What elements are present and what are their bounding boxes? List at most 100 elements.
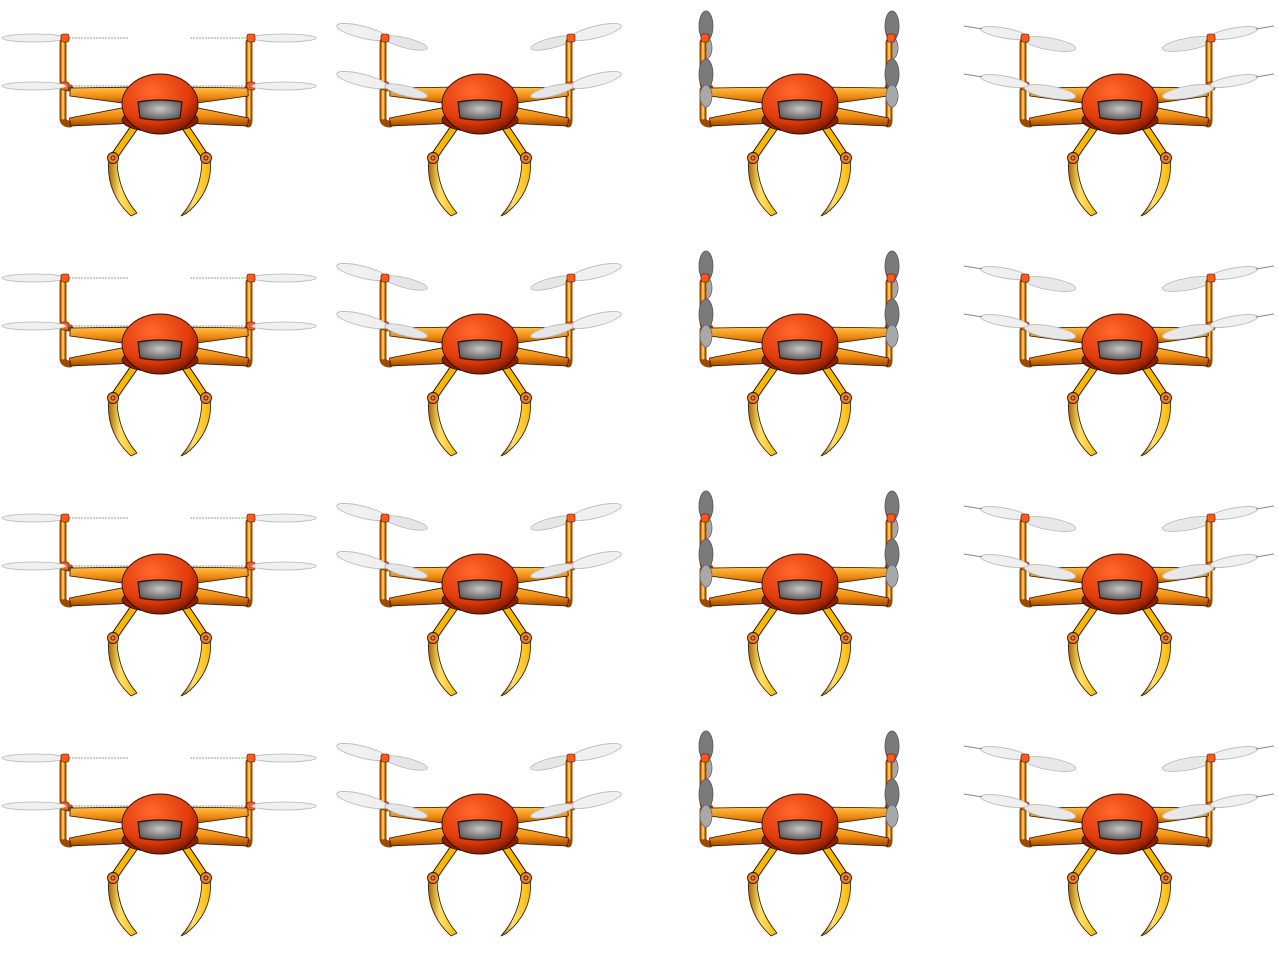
propeller-front-right: [1161, 793, 1275, 820]
landing-leg-lower: [820, 397, 851, 457]
landing-leg-lower: [500, 637, 531, 697]
propeller-front-right: [1161, 73, 1275, 100]
leg-joint: [840, 632, 852, 644]
motor-cap: [60, 513, 70, 523]
quadcopter-drone-icon: [1, 33, 317, 217]
quadcopter-drone-icon: [963, 505, 1275, 697]
drone-frame: [320, 0, 640, 240]
propeller-back-right: [530, 23, 622, 51]
leg-joint: [1160, 392, 1172, 404]
quadcopter-drone-icon: [336, 23, 622, 217]
camera-window: [777, 99, 823, 121]
leg-joint: [1067, 632, 1079, 644]
motor-cap: [886, 753, 896, 763]
camera-window: [137, 339, 183, 361]
leg-joint: [107, 872, 119, 884]
leg-joint: [1067, 152, 1079, 164]
camera-window: [777, 819, 823, 841]
motor-cap: [700, 273, 710, 283]
quadcopter-drone-icon: [698, 10, 900, 217]
propeller-front-left: [963, 313, 1077, 340]
leg-joint: [1160, 152, 1172, 164]
leg-joint: [200, 392, 212, 404]
camera-window: [457, 99, 503, 121]
motor-cap: [60, 753, 70, 763]
camera-window: [457, 339, 503, 361]
propeller-front-left: [1, 801, 128, 811]
motor-cap: [380, 513, 390, 523]
landing-leg-lower: [500, 877, 531, 937]
propeller-front-left: [1, 561, 128, 571]
camera-window: [777, 579, 823, 601]
leg-joint: [200, 152, 212, 164]
propeller-front-left: [963, 553, 1077, 580]
propeller-back-right: [530, 263, 622, 291]
quadcopter-drone-icon: [698, 250, 900, 457]
leg-joint: [520, 872, 532, 884]
propeller-back-left: [1, 513, 128, 523]
landing-leg-lower: [180, 157, 211, 217]
landing-leg-lower: [1068, 637, 1098, 697]
landing-leg-lower: [500, 397, 531, 457]
leg-joint: [1160, 872, 1172, 884]
propeller-front-right: [884, 58, 900, 108]
motor-cap: [1206, 33, 1216, 43]
propeller-front-right: [190, 561, 317, 571]
landing-leg-lower: [1140, 397, 1171, 457]
landing-leg-lower: [1068, 157, 1098, 217]
motor-cap: [700, 753, 710, 763]
motor-cap: [886, 273, 896, 283]
leg-joint: [107, 632, 119, 644]
motor-cap: [60, 273, 70, 283]
drone-frame: [320, 480, 640, 720]
landing-leg-lower: [748, 877, 778, 937]
landing-leg-lower: [748, 397, 778, 457]
propeller-front-left: [1, 81, 128, 91]
propeller-back-right: [1161, 265, 1275, 292]
motor-cap: [380, 33, 390, 43]
landing-leg-lower: [748, 157, 778, 217]
propeller-back-left: [336, 263, 428, 291]
camera-window: [137, 579, 183, 601]
drone-frame: [640, 0, 960, 240]
motor-cap: [1206, 753, 1216, 763]
propeller-front-left: [698, 778, 714, 828]
landing-leg-lower: [820, 157, 851, 217]
landing-leg-lower: [1140, 637, 1171, 697]
propeller-front-left: [698, 58, 714, 108]
drone-frame: [960, 720, 1280, 960]
landing-leg-lower: [180, 397, 211, 457]
quadcopter-drone-icon: [336, 263, 622, 457]
propeller-front-left: [336, 71, 428, 99]
landing-leg-lower: [180, 637, 211, 697]
propeller-front-right: [530, 71, 622, 99]
landing-leg-lower: [108, 637, 138, 697]
landing-leg-lower: [428, 397, 458, 457]
propeller-front-left: [336, 311, 428, 339]
motor-cap: [380, 753, 390, 763]
leg-joint: [747, 152, 759, 164]
drone-frame: [0, 720, 320, 960]
landing-leg-lower: [428, 877, 458, 937]
propeller-front-right: [884, 778, 900, 828]
propeller-back-right: [1161, 745, 1275, 772]
propeller-front-right: [1161, 313, 1275, 340]
motor-cap: [1020, 273, 1030, 283]
leg-joint: [747, 392, 759, 404]
propeller-back-left: [963, 505, 1077, 532]
quadcopter-drone-icon: [1, 753, 317, 937]
leg-joint: [520, 152, 532, 164]
camera-window: [457, 819, 503, 841]
drone-frame: [0, 0, 320, 240]
leg-joint: [840, 152, 852, 164]
landing-leg-lower: [1140, 877, 1171, 937]
leg-joint: [427, 872, 439, 884]
drone-frame: [640, 480, 960, 720]
landing-leg-lower: [428, 157, 458, 217]
quadcopter-drone-icon: [698, 490, 900, 697]
propeller-front-left: [336, 551, 428, 579]
leg-joint: [840, 392, 852, 404]
drone-frame: [640, 720, 960, 960]
propeller-front-left: [963, 73, 1077, 100]
